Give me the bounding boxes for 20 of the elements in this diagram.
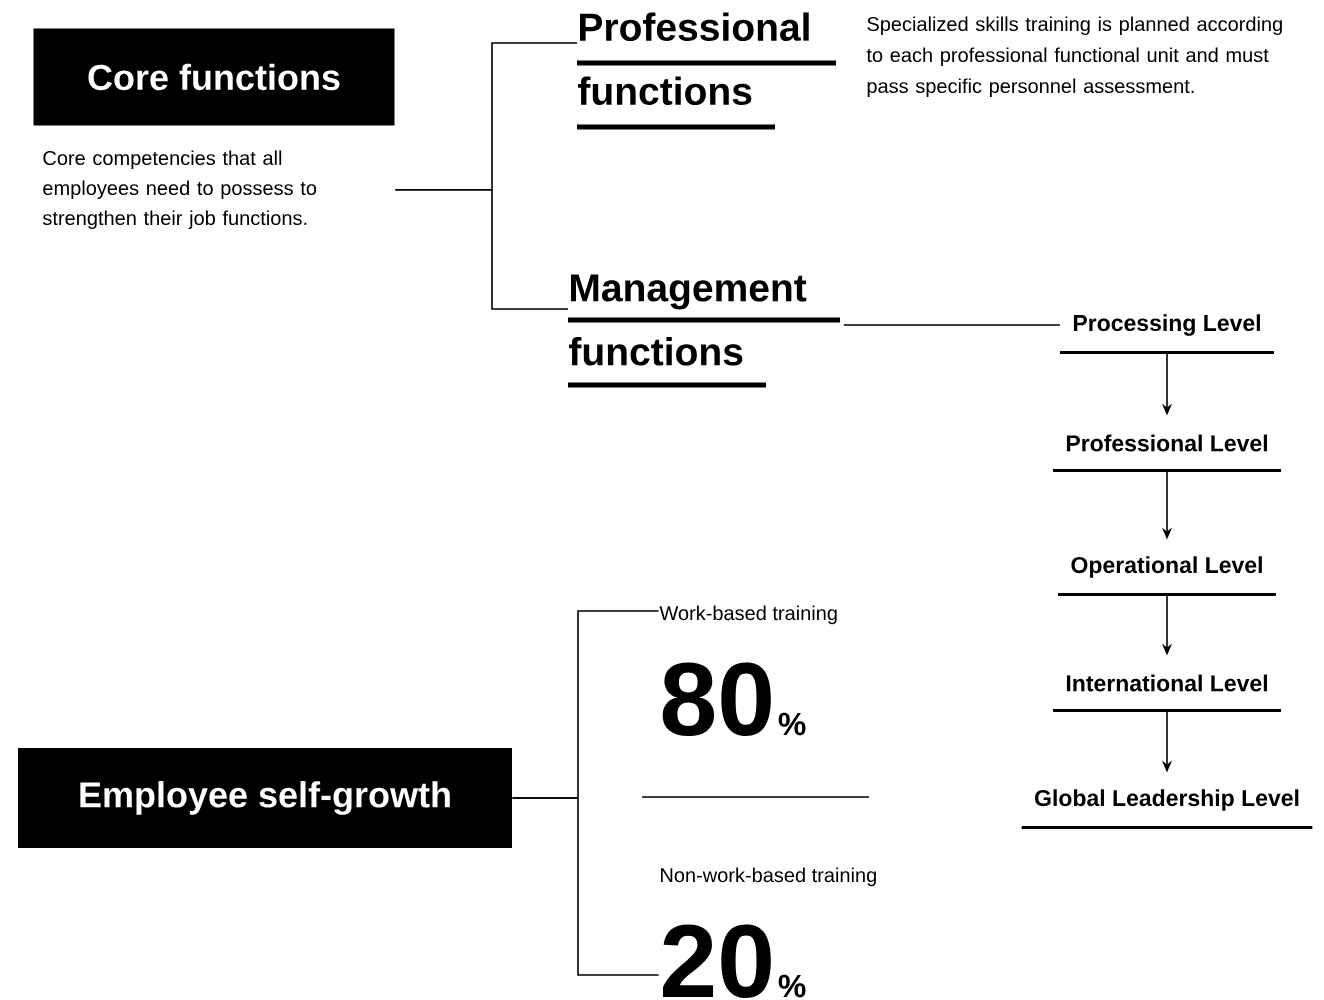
heading-text: Management functions bbox=[568, 274, 840, 388]
connector-line bbox=[394, 188, 569, 310]
training-label: Non-work-based training bbox=[661, 867, 876, 887]
level-label: Global Leadership Level bbox=[1021, 789, 1313, 829]
percentage-figure: 80 bbox=[662, 662, 771, 736]
training-label: Work-based training bbox=[659, 605, 837, 625]
heading-box: Core functions bbox=[33, 28, 395, 126]
connector-line bbox=[843, 324, 1061, 326]
description-text: Core competencies that all employees need to possess to strengthen their job functions. bbox=[42, 150, 317, 230]
percent-sign: % bbox=[778, 974, 806, 998]
level-label: Operational Level bbox=[1058, 556, 1276, 596]
level-label: Professional Level bbox=[1053, 434, 1282, 472]
percentage-figure: 20 bbox=[663, 924, 771, 998]
heading-text: Professional functions bbox=[577, 12, 836, 130]
percent-sign: % bbox=[778, 712, 806, 736]
description-text: Specialized skills training is planned according to each professional functional unit and must pass specific personnel assessment. bbox=[866, 16, 1282, 98]
connector-line bbox=[511, 797, 660, 976]
heading-box: Employee self-growth bbox=[18, 748, 512, 848]
level-label: International Level bbox=[1053, 674, 1281, 712]
level-label: Processing Level bbox=[1060, 314, 1274, 354]
